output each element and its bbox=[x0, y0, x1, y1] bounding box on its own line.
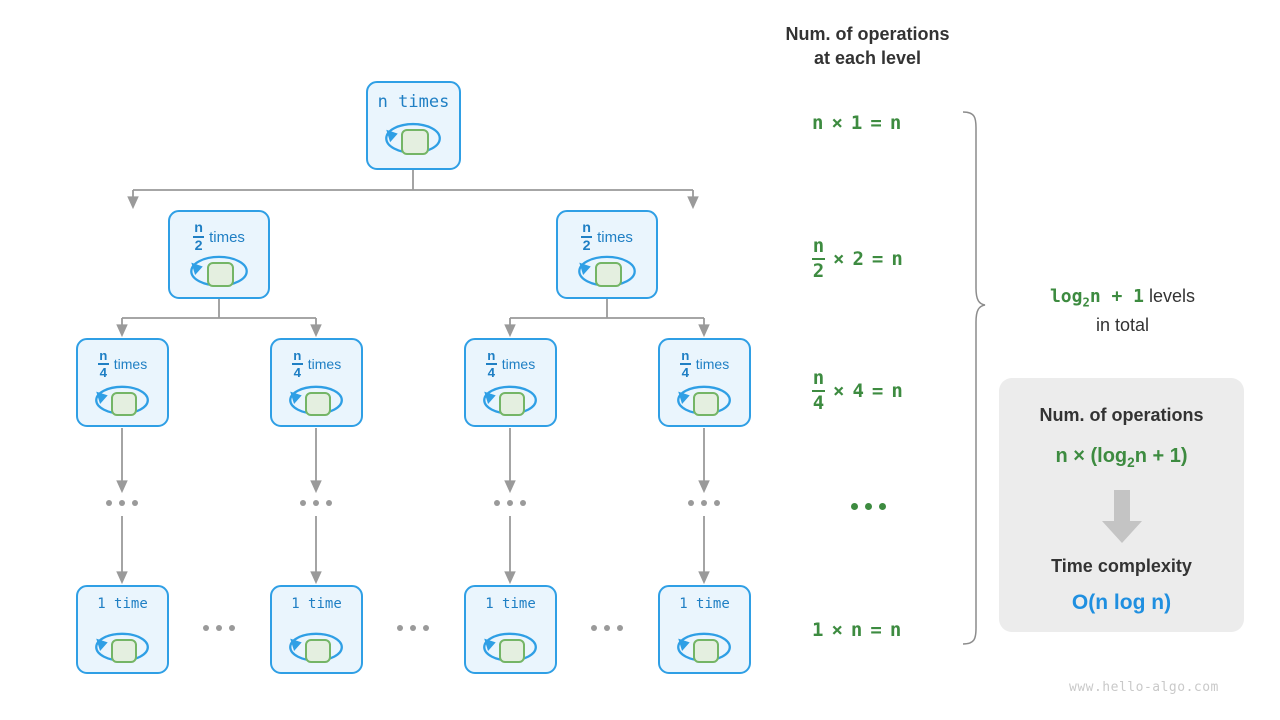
tree-node-leaf-2: 1 time bbox=[270, 585, 363, 674]
fraction-n-over-4: n 4 bbox=[485, 348, 497, 381]
operation-box bbox=[305, 392, 331, 416]
tree-node-level3-1: n 4 times bbox=[76, 338, 169, 427]
node-label: n 4 times bbox=[660, 349, 749, 380]
node-label-text: n times bbox=[377, 92, 450, 112]
formula-equals: = bbox=[871, 247, 884, 270]
fraction-n-over-2: n 2 bbox=[193, 220, 205, 255]
tree-ellipsis-4 bbox=[688, 500, 720, 506]
summary-panel: Num. of operations n × (log2n + 1) Time … bbox=[999, 378, 1244, 632]
panel-title-operations: Num. of operations bbox=[1039, 405, 1204, 425]
tree-ellipsis-3 bbox=[494, 500, 526, 506]
operation-box bbox=[401, 129, 429, 155]
operations-column-title: Num. of operations at each level bbox=[785, 24, 950, 69]
fraction-n-over-4: n 4 bbox=[291, 348, 303, 381]
operation-box bbox=[693, 392, 719, 416]
formula-times: × bbox=[833, 379, 845, 402]
operation-box bbox=[111, 392, 137, 416]
node-label-word: times bbox=[501, 356, 536, 373]
node-label: n times bbox=[368, 92, 459, 112]
formula-left: n bbox=[812, 112, 824, 134]
levels-formula: log2n + 1 bbox=[1049, 286, 1145, 310]
node-label: n 2 times bbox=[170, 221, 268, 254]
tree-node-leaf-3: 1 time bbox=[464, 585, 557, 674]
loop-arrow-icon bbox=[385, 122, 441, 154]
levels-text: levels bbox=[1149, 286, 1196, 306]
operations-row-ellipsis bbox=[851, 503, 886, 510]
node-label: 1 time bbox=[78, 596, 167, 612]
watermark: www.hello-algo.com bbox=[1069, 680, 1219, 695]
operation-box bbox=[693, 639, 719, 663]
tree-node-level3-2: n 4 times bbox=[270, 338, 363, 427]
levels-text-line2: in total bbox=[1095, 315, 1150, 336]
tree-ellipsis-2 bbox=[300, 500, 332, 506]
tree-node-level3-3: n 4 times bbox=[464, 338, 557, 427]
node-label-word: times bbox=[597, 228, 633, 246]
operations-row-3: n 4 × 4 = n bbox=[812, 369, 903, 413]
leaf-ellipsis-1 bbox=[203, 625, 235, 631]
formula-factor: 2 bbox=[852, 247, 864, 270]
tree-node-leaf-4: 1 time bbox=[658, 585, 751, 674]
tree-node-level3-4: n 4 times bbox=[658, 338, 751, 427]
levels-brace bbox=[962, 111, 986, 645]
node-label-word: times bbox=[113, 356, 148, 373]
node-label: n 4 times bbox=[272, 349, 361, 380]
formula-times: × bbox=[831, 112, 843, 134]
node-label-word: times bbox=[307, 356, 342, 373]
operation-box bbox=[499, 392, 525, 416]
formula-times: × bbox=[833, 247, 845, 270]
fraction-n-over-4: n 4 bbox=[97, 348, 109, 381]
formula-equals: = bbox=[870, 112, 882, 134]
formula-factor: 1 bbox=[850, 112, 863, 134]
formula-factor: 4 bbox=[852, 379, 864, 402]
node-label-word: times bbox=[209, 228, 245, 246]
operation-box bbox=[499, 639, 525, 663]
node-label-text: 1 time bbox=[679, 596, 730, 612]
node-label-word: times bbox=[695, 356, 730, 373]
operation-box bbox=[207, 262, 234, 287]
operations-row-5: 1 × n = n bbox=[812, 619, 901, 641]
formula-result: n bbox=[889, 619, 902, 641]
tree-node-level2-left: n 2 times bbox=[168, 210, 270, 299]
node-label: 1 time bbox=[466, 596, 555, 612]
leaf-ellipsis-2 bbox=[397, 625, 429, 631]
fraction-n-over-4: n 4 bbox=[679, 348, 691, 381]
panel-title-time-complexity: Time complexity bbox=[1051, 556, 1192, 576]
operations-row-1: n × 1 = n bbox=[812, 112, 901, 134]
node-label: 1 time bbox=[660, 596, 749, 612]
tree-node-leaf-1: 1 time bbox=[76, 585, 169, 674]
node-label: n 2 times bbox=[558, 221, 656, 254]
formula-result: n bbox=[889, 112, 902, 134]
operation-box bbox=[111, 639, 137, 663]
formula-fraction: n 4 bbox=[812, 367, 825, 414]
tree-ellipsis-1 bbox=[106, 500, 138, 506]
formula-equals: = bbox=[871, 379, 884, 402]
node-label: n 4 times bbox=[466, 349, 555, 380]
leaf-ellipsis-3 bbox=[591, 625, 623, 631]
panel-operations-formula: n × (log2n + 1) bbox=[1055, 445, 1188, 470]
levels-in-total-note: log2n + 1 levels in total bbox=[1005, 283, 1240, 338]
down-arrow-icon bbox=[1102, 490, 1142, 543]
formula-factor: n bbox=[850, 619, 863, 641]
formula-fraction: n 2 bbox=[812, 235, 825, 282]
formula-left: 1 bbox=[812, 619, 824, 641]
operations-row-2: n 2 × 2 = n bbox=[812, 237, 903, 281]
node-label-text: 1 time bbox=[291, 596, 342, 612]
node-label-text: 1 time bbox=[485, 596, 536, 612]
node-label: 1 time bbox=[272, 596, 361, 612]
fraction-n-over-2: n 2 bbox=[581, 220, 593, 255]
node-label: n 4 times bbox=[78, 349, 167, 380]
panel-time-complexity-value: O(n log n) bbox=[1071, 591, 1172, 614]
tree-node-root: n times bbox=[366, 81, 461, 170]
node-label-text: 1 time bbox=[97, 596, 148, 612]
formula-result: n bbox=[891, 247, 903, 270]
formula-times: × bbox=[831, 619, 843, 641]
tree-node-level2-right: n 2 times bbox=[556, 210, 658, 299]
operation-box bbox=[595, 262, 622, 287]
operation-box bbox=[305, 639, 331, 663]
formula-result: n bbox=[891, 379, 903, 402]
formula-equals: = bbox=[870, 619, 882, 641]
